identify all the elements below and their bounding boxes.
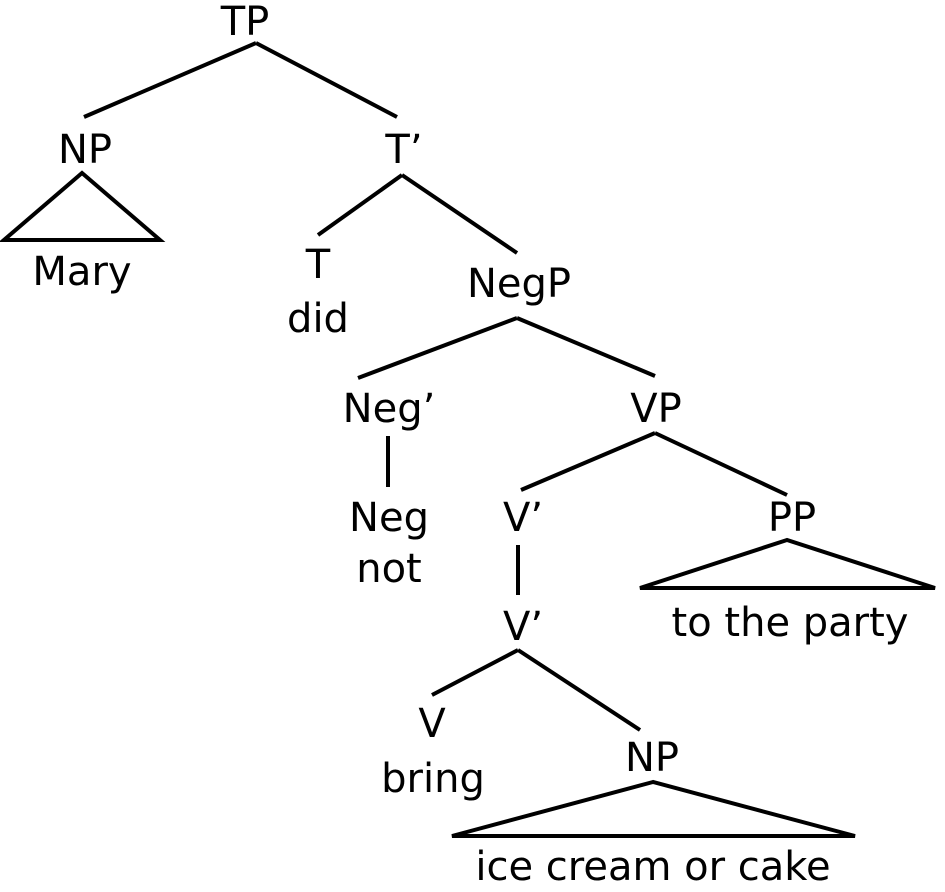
leaf-not: not <box>356 546 422 592</box>
leaf-did: did <box>287 296 349 342</box>
node-tp: TP <box>220 0 270 45</box>
node-v: V <box>418 701 446 747</box>
edge-vp-vbar <box>520 431 656 492</box>
tree-triangles <box>0 170 936 838</box>
edge-tp-np <box>83 41 257 119</box>
edge-vbar-np <box>516 648 642 732</box>
node-neg: Neg <box>349 495 429 541</box>
leaf-ice-cream-or-cake: ice cream or cake <box>475 844 830 890</box>
triangle-pp <box>639 537 936 590</box>
edge-vbar-v <box>431 648 519 697</box>
node-pp: PP <box>768 495 816 541</box>
edge-negp-negbar <box>357 316 518 380</box>
node-t: T <box>305 242 331 288</box>
node-v-bar-lower: V’ <box>503 604 543 650</box>
node-v-bar-upper: V’ <box>503 495 543 541</box>
node-neg-bar: Neg’ <box>343 386 436 432</box>
triangle-np-subject <box>0 170 166 242</box>
tree-branches <box>83 41 788 732</box>
edge-tbar-t <box>316 173 404 237</box>
edge-vp-pp <box>654 431 788 497</box>
leaf-mary: Mary <box>32 249 131 295</box>
node-np-object: NP <box>625 735 679 781</box>
triangle-np-object <box>451 779 856 838</box>
node-negp: NegP <box>467 261 571 307</box>
node-np-subject: NP <box>58 127 112 173</box>
node-t-bar: T’ <box>384 127 422 173</box>
edge-tbar-negp <box>400 173 519 255</box>
tree-labels: TP NP Mary T’ T did NegP Neg’ Neg not VP… <box>32 0 908 890</box>
edge-tp-tbar <box>255 41 398 119</box>
node-vp: VP <box>630 386 681 432</box>
edge-negp-vp <box>516 316 656 378</box>
leaf-to-the-party: to the party <box>672 600 909 646</box>
leaf-bring: bring <box>381 756 485 802</box>
